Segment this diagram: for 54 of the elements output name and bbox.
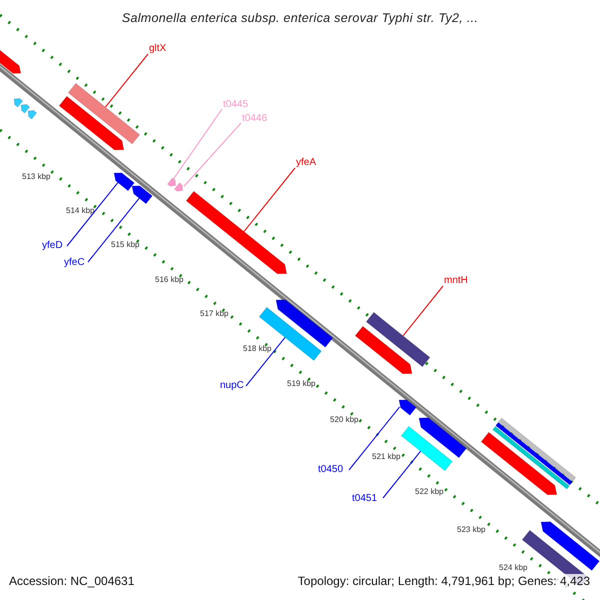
leader-line — [66, 182, 118, 246]
gene-feature — [20, 104, 30, 114]
gene-feature — [28, 110, 37, 120]
gene-feature — [418, 418, 467, 458]
position-label: 514 kbp — [66, 206, 94, 216]
position-label: 524 kbp — [499, 563, 528, 573]
position-label: 516 kbp — [155, 275, 184, 285]
position-label: 522 kbp — [415, 487, 444, 497]
gene-label: yfeC — [64, 257, 85, 269]
gene-feature — [114, 172, 135, 191]
gene-feature — [167, 178, 176, 187]
position-label: 513 kbp — [22, 172, 50, 182]
accession-text: Accession: NC_004631 — [9, 574, 134, 588]
gene-label: yfeD — [42, 240, 63, 252]
position-label: 517 kbp — [200, 309, 228, 319]
gene-feature — [58, 96, 124, 150]
gene-feature — [276, 300, 334, 348]
position-label: 518 kbp — [243, 344, 272, 354]
gene-label: t0450 — [318, 464, 344, 476]
gene-label: yfeA — [296, 157, 316, 169]
leader-line — [243, 168, 296, 232]
gene-label: gltX — [149, 43, 166, 55]
leader-line — [104, 54, 148, 108]
leader-line — [183, 122, 242, 187]
position-label: 515 kbp — [111, 240, 140, 250]
gene-label: t0451 — [352, 493, 378, 505]
gene-label: t0445 — [223, 99, 248, 111]
gene-bar — [68, 83, 140, 144]
position-label: 521 kbp — [372, 452, 400, 462]
position-label: 523 kbp — [457, 525, 486, 535]
gene-feature — [398, 400, 416, 416]
gene-label: nupC — [220, 380, 244, 392]
position-label: 520 kbp — [330, 415, 358, 425]
gene-bar — [400, 426, 453, 471]
gene-feature — [186, 191, 287, 274]
genome-summary-text: Topology: circular; Length: 4,791,961 bp; Genes: 4,423 — [298, 574, 590, 588]
title: Salmonella enterica subsp. enterica serovar Typhi str. Ty2, ... — [120, 10, 480, 27]
gene-bar — [258, 307, 322, 361]
gene-bar — [366, 312, 430, 368]
leader-line — [382, 450, 422, 498]
leader-line — [173, 108, 222, 180]
leader-line — [88, 198, 140, 262]
gene-label: t0446 — [242, 113, 268, 125]
leader-line — [246, 336, 286, 386]
gene-feature — [174, 182, 183, 192]
gene-feature — [480, 432, 558, 496]
gene-label: mntH — [444, 275, 468, 287]
gene-feature — [132, 186, 153, 204]
leader-line — [402, 286, 444, 336]
gene-feature — [354, 326, 412, 374]
position-label: 519 kbp — [287, 379, 316, 389]
gene-feature — [14, 98, 23, 108]
leader-line — [348, 406, 400, 470]
gene-feature — [540, 522, 600, 571]
